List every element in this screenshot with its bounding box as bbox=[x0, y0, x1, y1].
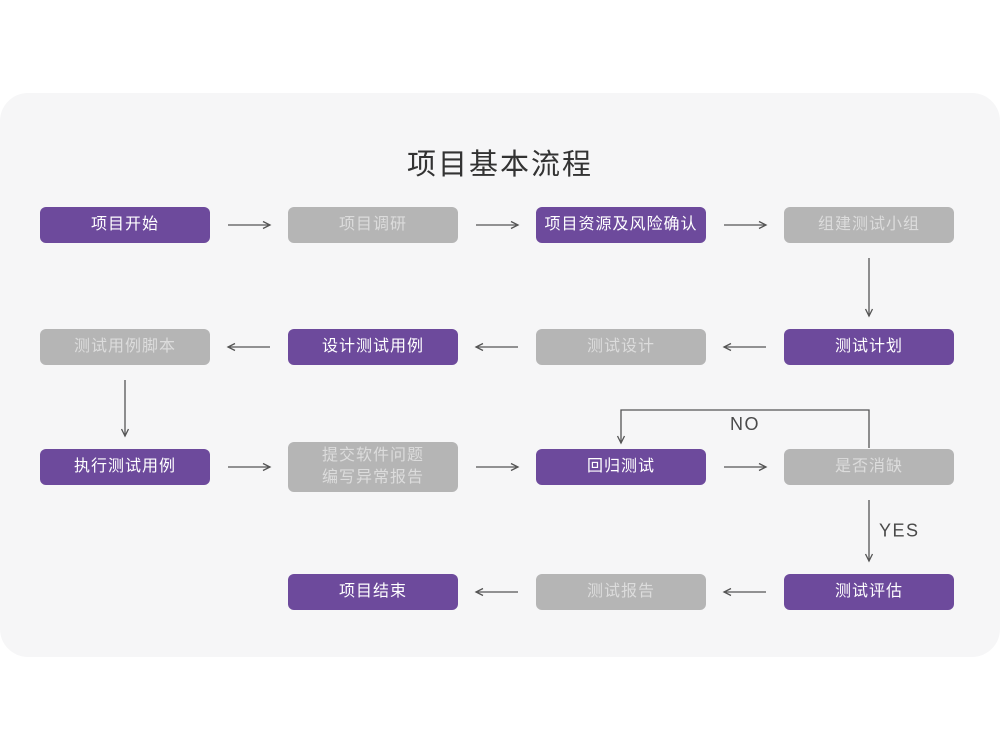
flow-node-label: 是否消缺 bbox=[834, 458, 903, 476]
flow-node-plan: 测试计划 bbox=[784, 329, 954, 365]
flow-node-label: 项目调研 bbox=[338, 216, 407, 234]
flow-node-label: 项目开始 bbox=[90, 216, 159, 234]
flow-node-label: 项目结束 bbox=[338, 583, 407, 601]
flow-node-label: 项目资源及风险确认 bbox=[544, 216, 698, 234]
flow-node-label: 设计测试用例 bbox=[321, 338, 424, 356]
flow-node-label: 测试计划 bbox=[834, 338, 903, 356]
flow-node-research: 项目调研 bbox=[288, 207, 458, 243]
flow-node-label: 测试设计 bbox=[586, 338, 655, 356]
flow-node-label: 组建测试小组 bbox=[817, 216, 920, 234]
flow-node-label: 测试报告 bbox=[586, 583, 655, 601]
flow-node-label: 回归测试 bbox=[586, 458, 655, 476]
flow-node-report-issue: 提交软件问题编写异常报告 bbox=[288, 442, 458, 492]
flow-node-start: 项目开始 bbox=[40, 207, 210, 243]
flow-node-test-design: 测试设计 bbox=[536, 329, 706, 365]
flow-node-evaluate: 测试评估 bbox=[784, 574, 954, 610]
flow-node-team: 组建测试小组 bbox=[784, 207, 954, 243]
flow-node-label-line: 编写异常报告 bbox=[321, 469, 424, 486]
flow-node-end: 项目结束 bbox=[288, 574, 458, 610]
flow-node-test-report: 测试报告 bbox=[536, 574, 706, 610]
page-title: 项目基本流程 bbox=[406, 149, 593, 181]
flow-node-label: 执行测试用例 bbox=[73, 458, 176, 476]
flow-node-script: 测试用例脚本 bbox=[40, 329, 210, 365]
flow-node-label: 测试用例脚本 bbox=[73, 338, 176, 356]
flow-node-defect-cleared: 是否消缺 bbox=[784, 449, 954, 485]
flowchart-card bbox=[0, 93, 1000, 657]
flow-node-label-line: 提交软件问题 bbox=[321, 447, 424, 465]
flow-node-regression: 回归测试 bbox=[536, 449, 706, 485]
flow-node-execute: 执行测试用例 bbox=[40, 449, 210, 485]
flow-node-label: 测试评估 bbox=[834, 583, 903, 601]
flow-node-design-case: 设计测试用例 bbox=[288, 329, 458, 365]
flow-node-risk: 项目资源及风险确认 bbox=[536, 207, 706, 243]
